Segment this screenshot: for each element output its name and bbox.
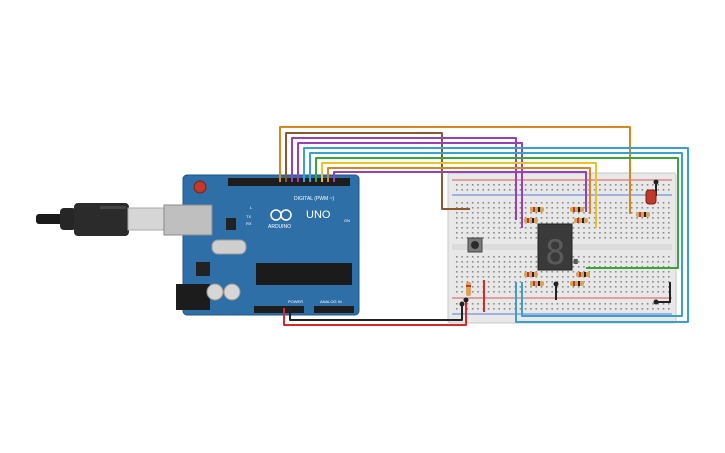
wire-purple-2[interactable] [297, 142, 523, 228]
analog-header[interactable] [314, 306, 354, 313]
wire-purple-3[interactable] [333, 171, 587, 212]
wire-green-1[interactable] [315, 157, 679, 269]
seven-segment-display[interactable]: 8. [537, 223, 586, 273]
resistor-8[interactable] [576, 272, 590, 277]
wire-orange-1[interactable] [279, 126, 631, 214]
on-label: ON [344, 218, 350, 223]
uno-label: UNO [306, 209, 331, 221]
resistor-5[interactable] [524, 272, 538, 277]
wire-blue-1[interactable] [303, 147, 689, 323]
wire-junctions [459, 179, 659, 307]
resistor-10[interactable] [466, 282, 471, 296]
wire-black-3[interactable] [656, 282, 671, 303]
reset-button[interactable] [193, 180, 207, 194]
wire-yellow-1[interactable] [321, 162, 597, 228]
red-led[interactable] [645, 189, 657, 205]
resistor-3[interactable] [570, 207, 584, 212]
resistor-7[interactable] [570, 281, 584, 286]
resistor-2[interactable] [530, 207, 544, 212]
led-rx-label: RX [246, 221, 252, 226]
resistors[interactable] [466, 207, 650, 296]
usb-cable[interactable] [36, 203, 171, 236]
wire-purple-1[interactable] [291, 137, 517, 220]
usb-port [163, 204, 213, 236]
wire-orange-2[interactable] [327, 167, 591, 214]
wire-red-5v[interactable] [283, 300, 467, 326]
arduino-uno-board[interactable]: DIGITAL (PWM ~) UNO ARDUINO POWER ANALOG… [163, 174, 360, 316]
seven-segment-digit: 8. [545, 233, 586, 273]
digital-header-label: DIGITAL (PWM ~) [294, 196, 334, 202]
arduino-label: ARDUINO [268, 224, 291, 230]
power-header[interactable] [254, 306, 304, 313]
power-jack [176, 284, 210, 310]
analog-label: ANALOG IN [320, 299, 342, 304]
resistor-9[interactable] [636, 212, 650, 217]
wire-brown-1[interactable] [285, 132, 470, 210]
atmega-chip [256, 263, 352, 285]
push-button[interactable] [467, 237, 483, 253]
wires[interactable] [279, 126, 689, 326]
digital-header[interactable] [228, 178, 350, 186]
wire-black-gnd[interactable] [289, 304, 463, 321]
power-label: POWER [288, 299, 303, 304]
wire-blue-2[interactable] [309, 152, 683, 317]
resistor-4[interactable] [574, 218, 588, 223]
resistor-1[interactable] [524, 218, 538, 223]
led-l-label: L [250, 205, 253, 210]
resistor-6[interactable] [530, 281, 544, 286]
led-tx-label: TX [246, 214, 251, 219]
